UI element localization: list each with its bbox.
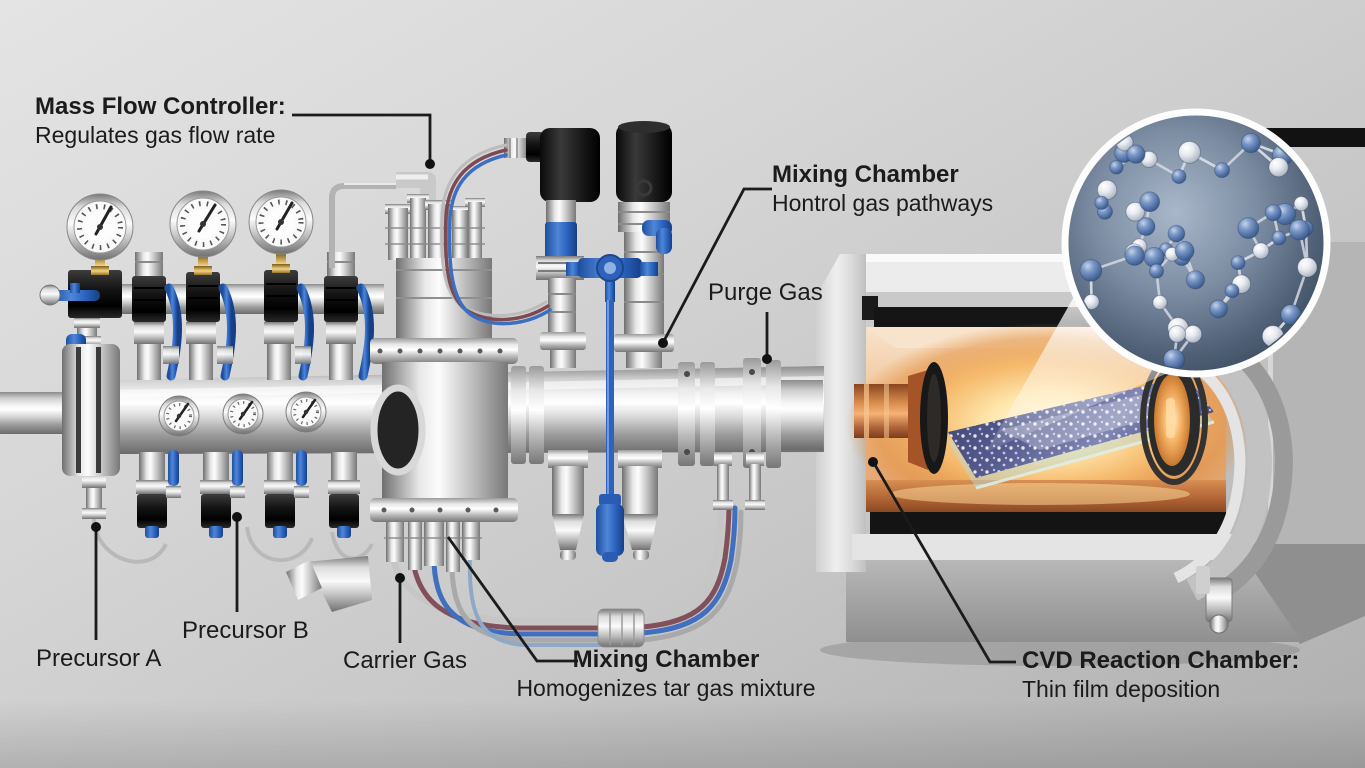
base-latch [1196, 566, 1233, 634]
label-title: CVD Reaction Chamber: [1022, 647, 1300, 674]
tube-bundle [387, 452, 765, 648]
label-title: Mixing Chamber [772, 161, 959, 188]
mixing-chamber-vessel [286, 172, 518, 612]
isolation-valves [440, 121, 674, 562]
chamber-left-wall [816, 254, 866, 572]
blue-stem [606, 300, 614, 500]
line-gauges [158, 391, 327, 437]
blue-manifold [566, 254, 658, 302]
label-mass-flow-controller: Mass Flow Controller: Regulates gas flow… [35, 92, 286, 150]
annotation-leader-lines [91, 113, 1016, 664]
valve-b-actuator [616, 124, 672, 202]
leader-mass-flow-controller [292, 113, 435, 169]
wall-shadow-wedge [1240, 544, 1365, 644]
copper-inlet-tube [854, 362, 948, 474]
molecule-network [1079, 133, 1318, 369]
line-gauge-3 [285, 391, 327, 433]
pressure-gauge-1 [66, 193, 134, 275]
valve-a-actuator [540, 128, 600, 202]
leader-purge-gas [762, 312, 772, 364]
leader-carrier-gas [395, 573, 405, 643]
pressure-gauge-2 [169, 190, 237, 275]
label-precursor-b: Precursor B [182, 617, 309, 644]
leader-mixing-chamber-top [658, 187, 772, 348]
drain-cone [306, 556, 372, 612]
label-subtitle: Thin film deposition [1022, 676, 1221, 702]
blue-plunger [596, 494, 624, 562]
top-fittings [385, 194, 485, 260]
label-mixing-chamber-top: Mixing Chamber Hontrol gas pathways [772, 160, 993, 218]
label-carrier-gas: Carrier Gas [343, 647, 468, 674]
pressure-gauges [66, 189, 314, 275]
chamber-bottom-seal [870, 512, 1226, 534]
precursor-a-fitting [82, 474, 106, 519]
label-title: Mass Flow Controller: [35, 93, 286, 120]
control-cables [440, 143, 552, 326]
inlet-flange [62, 344, 120, 476]
bottom-fittings [286, 522, 482, 612]
valve-a [504, 128, 600, 560]
label-subtitle: Hontrol gas pathways [772, 190, 994, 216]
vessel-top-flange [370, 338, 518, 364]
label-subtitle: Regulates gas flow rate [35, 122, 276, 148]
vessel-side-port [374, 388, 422, 472]
vessel-bottom-flange [370, 498, 518, 522]
cvd-reaction-chamber [816, 254, 1302, 666]
label-mixing-chamber-bottom: Mixing Chamber Homogenizes tar gas mixtu… [505, 645, 827, 703]
leader-precursor-b [232, 512, 242, 612]
inset-border-ring [1061, 108, 1331, 378]
line-gauge-1 [158, 395, 200, 437]
upper-valve-stacks [132, 252, 374, 381]
zoom-beam-cone [986, 286, 1170, 452]
label-subtitle: Homogenizes tar gas mixture [516, 675, 816, 701]
leader-precursor-a [91, 522, 101, 640]
inset-background [1068, 115, 1324, 371]
label-purge-gas: Purge Gas [708, 279, 823, 306]
bundle-coupling [597, 608, 645, 648]
molecular-structure-inset [1061, 108, 1331, 378]
substrate-plate [948, 376, 1215, 490]
label-precursor-a: Precursor A [36, 645, 162, 672]
blue-lever-handle [52, 290, 100, 301]
label-title: Mixing Chamber [572, 646, 760, 673]
pipe-flanges [511, 358, 823, 468]
pressure-gauge-3 [248, 189, 314, 273]
valve-a-solenoid [545, 222, 577, 258]
lower-valve-stacks [82, 450, 374, 564]
leader-mixing-chamber-bottom [446, 536, 578, 663]
bundle-end-fittings [713, 452, 765, 510]
line-gauge-2 [222, 393, 264, 435]
label-cvd-reaction-chamber: CVD Reaction Chamber: Thin film depositi… [1022, 646, 1299, 704]
inlet-pipe [0, 392, 64, 434]
left-gas-manifold [39, 189, 384, 564]
leader-cvd-chamber [868, 457, 1016, 664]
